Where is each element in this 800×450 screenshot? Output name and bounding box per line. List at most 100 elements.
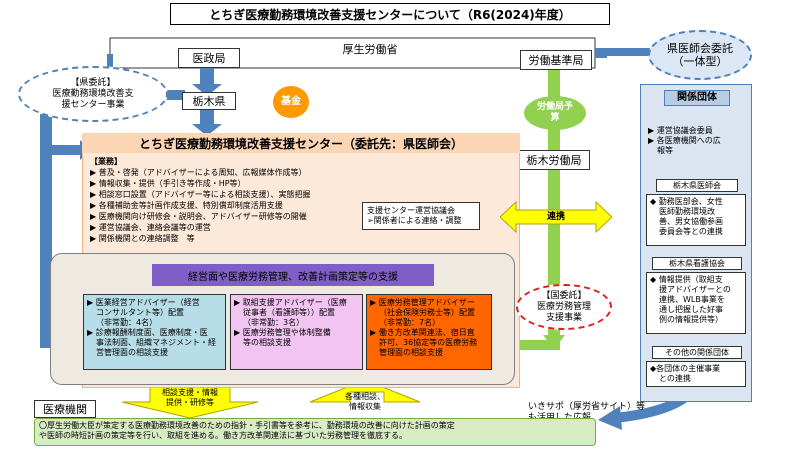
blue-down-arrow-2 [192, 110, 222, 136]
ikisapo-line1: いきサポ（厚労省サイト）等 [528, 402, 646, 412]
related-orgs-title-text: 関係団体 [677, 92, 717, 103]
nurse-assoc-title-text: 栃木県看護協会 [669, 258, 725, 268]
center-title-bar: とちぎ医療勤務環境改善支援センター（委託先：県医師会） [82, 133, 520, 153]
adv-pink-line: （非常勤：3名） [243, 318, 305, 327]
doctors-commission-line1: 県医師会委託 [667, 42, 733, 55]
adv-blue-line: コンサルタント等）配置 [96, 308, 184, 317]
tochigi-labor-text: 栃木労働局 [526, 153, 582, 167]
adv-pink-line: 従事者（看護師等））配置 [243, 308, 335, 317]
fund-text: 基金 [281, 96, 301, 107]
doctors-commission-line2: （一体型） [672, 55, 728, 68]
duty-item: ▶ 各種補助金等計画作成支援、特別償却制度活用支援 [90, 201, 283, 210]
center-title-text: とちぎ医療勤務環境改善支援センター（委託先：県医師会） [138, 136, 463, 151]
page-title-text: とちぎ医療勤務環境改善支援センターについて（R6(2024)年度） [209, 7, 571, 22]
adv-blue-line: 事法制面、組織マネジメント・経 [96, 338, 216, 347]
adviser-orange-box: ▶ 医療労務管理アドバイザー （社会保険労務士等）配置 （非常勤：7名） ▶ 働… [366, 294, 492, 370]
nurse-assoc-box: ◆ 情報提供（取組支 援アドバイザーとの 連携、WLB事業を 通し把握した好事 … [646, 272, 746, 334]
mhlw-text: 厚生労働省 [342, 42, 398, 56]
nurse-item: 例の情報提供等） [659, 315, 723, 324]
adv-pink-line: ▶ 医療労務管理や体制整備 [234, 328, 331, 337]
related-group1-line: ▶ 運営協議会委員 [648, 126, 713, 135]
duty-item: ▶ 運営協議会、連絡会議等の運営 [90, 223, 211, 232]
duty-item: ▶ 普及・啓発（アドバイザーによる周知、広報媒体作成等） [90, 168, 307, 177]
adv-orange-line: 許可、36協定等の医療労務 [379, 338, 478, 347]
nurse-item: 連携、WLB事業を [659, 295, 725, 304]
arrow-support-label: 相談支援・情報 提供・研修等 [150, 388, 230, 408]
tochigi-pref-box: 栃木県 [182, 92, 236, 110]
labor-budget-badge: 労働局予算 [524, 96, 586, 130]
council-line1: 支援センター運営協議会 [367, 206, 455, 215]
adv-blue-line: ▶ 医業経営アドバイザー（経営 [87, 298, 200, 307]
doctors-assoc-box: ◆ 勤務医部会、女性 医師勤務環境改 善、男女協働参画 委員会等との連携 [646, 194, 746, 246]
arrow-info-label: 各種相談、 情報収集 [330, 392, 400, 412]
duty-item: ▶ 関係機関との連絡調整 等 [90, 234, 195, 243]
cooperation-text: 連携 [546, 211, 565, 222]
adviser-pink-box: ▶ 取組支援アドバイザー（医療 従事者（看護師等））配置 （非常勤：3名） ▶ … [230, 294, 363, 370]
blue-down-arrow-1 [192, 68, 222, 96]
labor-budget-text: 労働局予算 [536, 102, 573, 123]
mhlw-label: 厚生労働省 [310, 42, 430, 56]
doctors-item: 善、男女協働参画 [659, 217, 723, 226]
related-group1: ▶ 運営協議会委員 ▶ 各医療機関への広 報等 [648, 126, 748, 156]
doctors-assoc-title-text: 栃木県医師会 [673, 180, 721, 190]
arrow-info-line2: 情報収集 [349, 402, 381, 411]
labor-bureau-text: 労働基準局 [528, 53, 584, 67]
national-commission-ellipse: 【国委託】 医療労務管理 支援事業 [516, 284, 612, 330]
adv-blue-line: （非常勤：4名） [96, 318, 158, 327]
arrow-support-line1: 相談支援・情報 [162, 388, 218, 397]
related-orgs-title: 関係団体 [664, 90, 730, 106]
support-title-text: 経営面や医療労務管理、改善計画策定等の支援 [188, 271, 398, 283]
pref-commission-ellipse: 【県委託】 医療勤務環境改善支 援センター事業 [18, 66, 168, 122]
other-item: との連携 [659, 374, 691, 383]
duties-items: ▶ 普及・啓発（アドバイザーによる周知、広報媒体作成等） ▶ 情報収集・提供（手… [90, 168, 360, 244]
adv-orange-line: （社会保険労務士等）配置 [379, 308, 475, 317]
other-orgs-title: その他の関係団体 [652, 346, 742, 359]
council-box: 支援センター運営協議会 ➢関係者による連絡・調整 [362, 202, 480, 230]
adv-orange-line: （非常勤：7名） [379, 318, 441, 327]
adv-orange-line: 管理面の相談支援 [379, 348, 443, 357]
adv-blue-line: 営管理面の相談支援 [96, 348, 168, 357]
tochigi-labor-box: 栃木労働局 [518, 150, 590, 170]
bottom-note-line1: 〇厚生労働大臣が策定する医療勤務環境改善のための指針・手引書等を参考に、勤務環境… [39, 421, 455, 430]
other-item: ◆各団体の主催事業 [650, 364, 721, 373]
adv-orange-line: ▶ 医療労務管理アドバイザー [370, 298, 475, 307]
duty-item: ▶ 相談窓口設置（アドバイザー等による相談支援）、実態把握 [90, 190, 311, 199]
doctors-item: 委員会等との連携 [659, 227, 723, 236]
nurse-item: 援アドバイザーとの [659, 285, 731, 294]
council-line2: ➢関係者による連絡・調整 [367, 216, 462, 225]
doctors-assoc-title: 栃木県医師会 [656, 179, 738, 192]
cooperation-label: 連携 [536, 210, 576, 224]
page-title: とちぎ医療勤務環境改善支援センターについて（R6(2024)年度） [170, 3, 610, 25]
nurse-item: ◆ 情報提供（取組支 [650, 275, 723, 284]
adv-pink-line: ▶ 取組支援アドバイザー（医療 [234, 298, 347, 307]
hospital-text: 医療機関 [43, 402, 87, 416]
adv-blue-line: ▶ 診療報酬制度面、医療制度・医 [87, 328, 208, 337]
arrow-info-line1: 各種相談、 [345, 392, 385, 401]
arrow-support-line2: 提供・研修等 [166, 398, 214, 407]
bottom-note-line2: や医師の時短計画の策定等を行い、取組を進める。働き方改革関連法に基づいた労務管理… [39, 431, 407, 440]
other-orgs-box: ◆各団体の主催事業 との連携 [646, 361, 746, 387]
medical-bureau-box: 医政局 [178, 48, 240, 68]
doctors-item: 医師勤務環境改 [659, 207, 715, 216]
tochigi-pref-text: 栃木県 [192, 94, 226, 108]
cooperation-arrow [500, 200, 612, 234]
related-group1-line: ▶ 各医療機関への広 [648, 136, 721, 145]
pref-commission-tag: 【県委託】 [70, 77, 116, 88]
national-commission-tag: 【国委託】 [541, 290, 587, 301]
nurse-item: 通し把握した好事 [659, 305, 723, 314]
duty-item: ▶ 情報収集・提供（手引き等作成・HP等） [90, 179, 246, 188]
national-commission-line1: 医療労務管理 [536, 301, 591, 312]
other-orgs-title-text: その他の関係団体 [665, 347, 729, 357]
bottom-note: 〇厚生労働大臣が策定する医療勤務環境改善のための指針・手引書等を参考に、勤務環境… [34, 418, 596, 446]
hospital-label: 医療機関 [34, 400, 96, 418]
support-title-bar: 経営面や医療労務管理、改善計画策定等の支援 [152, 264, 434, 286]
fund-badge: 基金 [273, 86, 309, 118]
adviser-blue-box: ▶ 医業経営アドバイザー（経営 コンサルタント等）配置 （非常勤：4名） ▶ 診… [83, 294, 226, 370]
national-commission-line2: 支援事業 [545, 312, 582, 323]
doctors-item: ◆ 勤務医部会、女性 [650, 197, 723, 206]
related-group1-line: 報等 [657, 146, 673, 155]
duty-item: ▶ 医療機関向け研修会・説明会、アドバイザー研修等の開催 [90, 212, 307, 221]
doctors-commission-ellipse: 県医師会委託 （一体型） [648, 30, 752, 80]
medical-bureau-text: 医政局 [192, 51, 226, 65]
duties-list: 【業務】 ▶ 普及・啓発（アドバイザーによる周知、広報媒体作成等） ▶ 情報収集… [90, 157, 360, 244]
